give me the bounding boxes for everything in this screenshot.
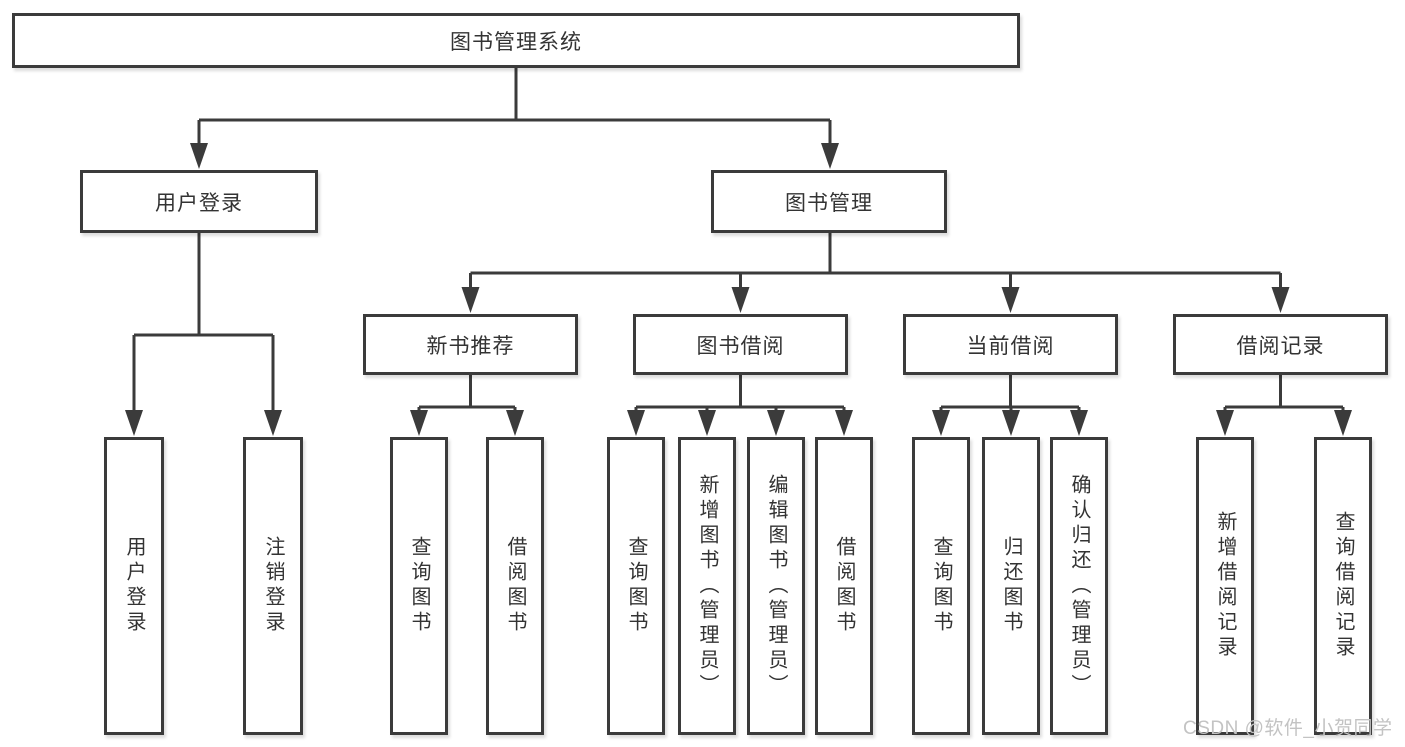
leaf-newbooks-query-books: 查询图书 bbox=[390, 437, 448, 735]
leaf-logout-label: 注销登录 bbox=[262, 536, 284, 636]
arrowhead bbox=[627, 410, 645, 436]
connector-path bbox=[132, 68, 1345, 412]
arrowhead bbox=[1216, 410, 1234, 436]
arrowhead bbox=[1002, 410, 1020, 436]
arrowhead bbox=[932, 410, 950, 436]
node-current-borrow-label: 当前借阅 bbox=[966, 334, 1055, 358]
node-new-book-recommend: 新书推荐 bbox=[363, 314, 578, 375]
node-root: 图书管理系统 bbox=[12, 13, 1020, 68]
arrowhead bbox=[264, 410, 282, 436]
leaf-return-books-label: 归还图书 bbox=[1000, 536, 1022, 636]
node-borrow-records: 借阅记录 bbox=[1173, 314, 1388, 375]
arrowhead bbox=[1070, 410, 1088, 436]
leaf-confirm-return-admin-label: 确认归还（管理员） bbox=[1068, 473, 1090, 699]
arrowhead bbox=[1334, 410, 1352, 436]
leaf-confirm-return-admin: 确认归还（管理员） bbox=[1050, 437, 1108, 735]
leaf-query-borrow-record: 查询借阅记录 bbox=[1314, 437, 1372, 735]
leaf-add-borrow-record-label: 新增借阅记录 bbox=[1214, 511, 1236, 661]
node-borrow-records-label: 借阅记录 bbox=[1236, 334, 1325, 358]
node-book-borrow: 图书借阅 bbox=[633, 314, 848, 375]
node-book-management-label: 图书管理 bbox=[785, 191, 873, 215]
leaf-newbooks-borrow-books: 借阅图书 bbox=[486, 437, 544, 735]
arrowhead bbox=[506, 410, 524, 436]
leaf-borrow-books: 借阅图书 bbox=[815, 437, 873, 735]
arrowheads bbox=[125, 143, 1352, 436]
leaf-add-books-admin: 新增图书（管理员） bbox=[678, 437, 736, 735]
arrowhead bbox=[731, 287, 750, 313]
node-current-borrow: 当前借阅 bbox=[903, 314, 1118, 375]
leaf-add-borrow-record: 新增借阅记录 bbox=[1196, 437, 1254, 735]
arrowhead bbox=[698, 410, 716, 436]
node-user-login: 用户登录 bbox=[80, 170, 318, 233]
leaf-edit-books-admin: 编辑图书（管理员） bbox=[747, 437, 805, 735]
arrowhead bbox=[410, 410, 428, 436]
arrowhead bbox=[1271, 287, 1290, 313]
leaf-user-login-label: 用户登录 bbox=[123, 536, 145, 636]
node-root-label: 图书管理系统 bbox=[450, 30, 582, 54]
arrowhead bbox=[821, 143, 839, 169]
leaf-borrow-books-label: 借阅图书 bbox=[833, 536, 855, 636]
leaf-add-books-admin-label: 新增图书（管理员） bbox=[696, 473, 718, 699]
leaf-borrow-query-books-label: 查询图书 bbox=[625, 536, 647, 636]
leaf-return-books: 归还图书 bbox=[982, 437, 1040, 735]
leaf-edit-books-admin-label: 编辑图书（管理员） bbox=[765, 473, 787, 699]
node-user-login-label: 用户登录 bbox=[155, 191, 243, 215]
node-book-borrow-label: 图书借阅 bbox=[696, 334, 785, 358]
arrowhead bbox=[461, 287, 480, 313]
node-book-management: 图书管理 bbox=[711, 170, 947, 233]
csdn-watermark: CSDN @软件_小贺同学 bbox=[1183, 718, 1393, 739]
node-new-book-recommend-label: 新书推荐 bbox=[426, 334, 515, 358]
leaf-newbooks-borrow-books-label: 借阅图书 bbox=[504, 536, 526, 636]
arrowhead bbox=[767, 410, 785, 436]
leaf-logout: 注销登录 bbox=[243, 437, 303, 735]
leaf-borrow-query-books: 查询图书 bbox=[607, 437, 665, 735]
arrowhead bbox=[190, 143, 208, 169]
arrowhead bbox=[125, 410, 143, 436]
leaf-current-query-books: 查询图书 bbox=[912, 437, 970, 735]
arrowhead bbox=[1001, 287, 1020, 313]
leaf-user-login: 用户登录 bbox=[104, 437, 164, 735]
leaf-current-query-books-label: 查询图书 bbox=[930, 536, 952, 636]
leaf-query-borrow-record-label: 查询借阅记录 bbox=[1332, 511, 1354, 661]
arrowhead bbox=[835, 410, 853, 436]
leaf-newbooks-query-books-label: 查询图书 bbox=[408, 536, 430, 636]
